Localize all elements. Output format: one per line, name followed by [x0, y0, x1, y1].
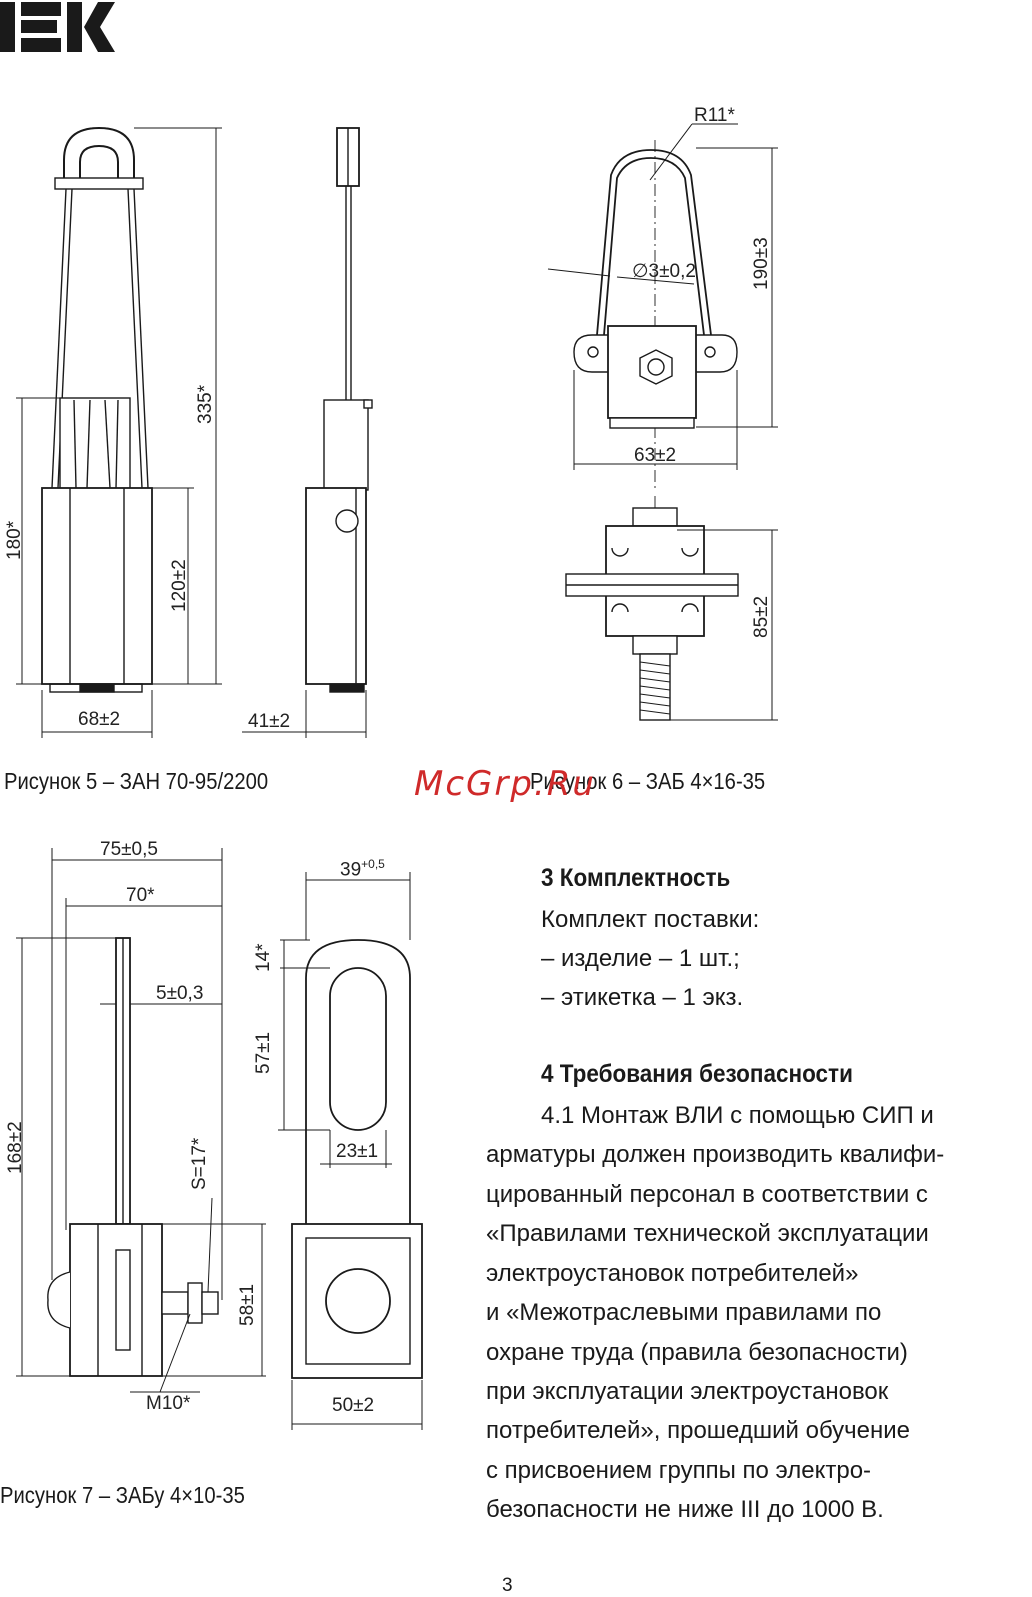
dim-fig6-wire-diameter: ∅3±0,2: [632, 261, 696, 282]
dim-fig7-top-width: 39+0,5: [340, 858, 385, 879]
dim-fig7-slot-width: 23±1: [336, 1141, 379, 1162]
figure5-caption: Рисунок 5 – ЗАН 70-95/2200: [4, 768, 269, 794]
dim-fig7-top-width-value: 39: [340, 859, 362, 881]
fig7-dimensions: [16, 848, 266, 1393]
dim-fig7-thickness: 5±0,3: [156, 983, 204, 1004]
dim-fig7-thread: M10*: [146, 1393, 191, 1414]
section3-line: – изделие – 1 шт.;: [541, 945, 740, 972]
watermark-text: McGrp.Ru: [414, 764, 596, 804]
section4-line: цированный персонал в соответствии с: [486, 1181, 928, 1208]
dim-fig7-slot-length: 57±1: [253, 1031, 274, 1074]
section3-line: Комплект поставки:: [541, 906, 760, 933]
dim-fig7-plate-offset: 70*: [126, 885, 155, 906]
dim-fig7-height-total: 168±2: [5, 1121, 26, 1174]
dim-fig5-height-lower: 180*: [4, 520, 25, 560]
fig6-dimensions: [547, 123, 778, 470]
fig5-front-view: [41, 126, 153, 693]
figure7-caption: Рисунок 7 – ЗАБу 4×10-35: [0, 1482, 245, 1508]
fig7-front-view: [291, 939, 423, 1379]
dim-fig7-overall-width: 75±0,5: [100, 839, 158, 860]
dim-fig7-top-radius: 14*: [253, 943, 274, 972]
dim-fig5-body-height: 120±2: [169, 559, 190, 612]
iek-logo: [0, 0, 115, 54]
page-number: 3: [502, 1575, 513, 1596]
dim-fig5-height-total: 335*: [195, 384, 216, 424]
dim-fig7-base-width: 50±2: [332, 1395, 375, 1416]
section4-line: 4.1 Монтаж ВЛИ с помощью СИП и: [541, 1102, 934, 1129]
section4-line: электроустановок потребителей»: [486, 1260, 859, 1287]
fig6-clamp-view: [565, 496, 739, 721]
dim-fig5-side-width: 41±2: [248, 711, 291, 732]
fig5-side-view: [305, 127, 373, 693]
section4-line: потребителей», прошедший обучение: [486, 1417, 911, 1444]
section4-line: при эксплуатации электроустановок: [486, 1378, 889, 1405]
dim-fig7-body-height: 58±1: [237, 1283, 258, 1326]
section4-heading: 4 Требования безопасности: [541, 1060, 853, 1088]
section3-line: – этикетка – 1 экз.: [541, 984, 744, 1011]
dim-fig6-width: 63±2: [634, 445, 677, 466]
fig5-dimensions: [16, 127, 222, 738]
section3-heading: 3 Комплектность: [541, 864, 731, 892]
dim-fig6-radius: R11*: [694, 105, 735, 126]
dim-fig7-top-width-tolerance: +0,5: [361, 857, 385, 871]
fig7-side-view: [47, 937, 219, 1377]
section4-line: с присвоением группы по электро-: [486, 1457, 872, 1484]
figure6-caption: Рисунок 6 – ЗАБ 4×16-35: [530, 768, 766, 794]
dim-fig5-width: 68±2: [78, 709, 121, 730]
section4-line: арматуры должен производить квалифи-: [486, 1141, 945, 1168]
fig6-top-view: [573, 140, 738, 490]
section4-line: охране труда (правила безопасности): [486, 1339, 908, 1366]
dim-fig7-nut-size: S=17*: [189, 1137, 210, 1190]
dim-fig6-clamp-height: 85±2: [751, 595, 772, 638]
section4-line: и «Межотраслевыми правилами по: [486, 1299, 882, 1326]
dim-fig6-height: 190±3: [751, 237, 772, 290]
section4-line: безопасности не ниже III до 1000 В.: [486, 1496, 884, 1523]
section4-line: «Правилами технической эксплуатации: [486, 1220, 929, 1247]
